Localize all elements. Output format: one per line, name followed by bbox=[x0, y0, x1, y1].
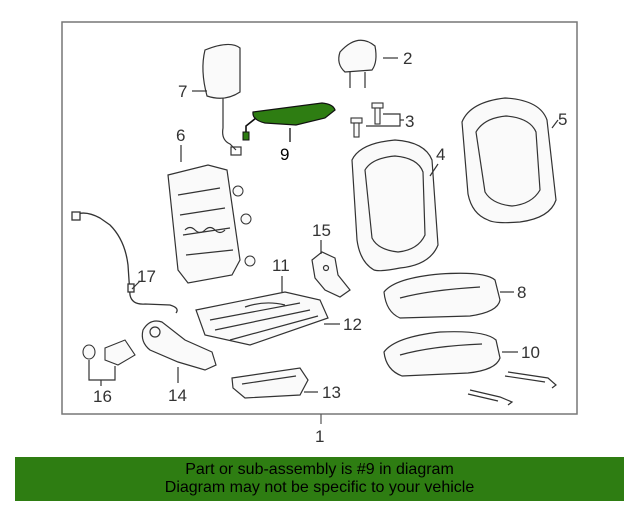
part-10-seat-cushion-pad[interactable] bbox=[383, 331, 501, 377]
svg-text:11: 11 bbox=[272, 256, 290, 275]
svg-text:14: 14 bbox=[168, 386, 187, 405]
part-8-seat-cushion-cover[interactable] bbox=[383, 272, 501, 319]
callout-1: 1 bbox=[315, 427, 324, 446]
fasteners bbox=[232, 185, 256, 267]
callout-14: 14 bbox=[168, 367, 187, 405]
svg-text:15: 15 bbox=[312, 221, 331, 240]
callout-10: 10 bbox=[502, 343, 540, 362]
part-wire-rods bbox=[467, 371, 557, 406]
info-banner: Part or sub-assembly is #9 in diagram Di… bbox=[15, 457, 624, 501]
part-17-cable[interactable] bbox=[71, 211, 178, 314]
callout-11: 11 bbox=[272, 256, 290, 292]
banner-line-2: Diagram may not be specific to your vehi… bbox=[164, 479, 475, 496]
callout-17: 17 bbox=[131, 267, 156, 290]
svg-text:16: 16 bbox=[93, 387, 112, 406]
part-3-headrest-guides[interactable] bbox=[350, 102, 384, 138]
callout-5: 5 bbox=[551, 110, 567, 129]
part-4-seatback-cover[interactable] bbox=[351, 139, 439, 272]
callout-4: 4 bbox=[429, 145, 445, 177]
svg-text:12: 12 bbox=[343, 315, 362, 334]
callout-13: 13 bbox=[304, 383, 341, 402]
callout-15: 15 bbox=[312, 221, 331, 254]
svg-text:9: 9 bbox=[280, 145, 289, 164]
svg-text:10: 10 bbox=[521, 343, 540, 362]
banner-line-1: Part or sub-assembly is #9 in diagram bbox=[185, 461, 454, 478]
callout-12: 12 bbox=[324, 315, 362, 334]
callout-3: 3 bbox=[366, 112, 414, 131]
callout-7: 7 bbox=[178, 82, 207, 101]
svg-text:7: 7 bbox=[178, 82, 187, 101]
callout-6: 6 bbox=[176, 126, 185, 162]
svg-text:6: 6 bbox=[176, 126, 185, 145]
part-16-knobs[interactable] bbox=[82, 339, 136, 366]
svg-text:17: 17 bbox=[137, 267, 156, 286]
svg-text:3: 3 bbox=[405, 112, 414, 131]
part-9-highlighted[interactable] bbox=[242, 102, 336, 141]
svg-text:2: 2 bbox=[403, 49, 412, 68]
svg-text:13: 13 bbox=[322, 383, 341, 402]
part-2-headrest[interactable] bbox=[338, 39, 377, 88]
callout-8: 8 bbox=[500, 283, 526, 302]
part-5-seatback-pad[interactable] bbox=[461, 97, 557, 224]
part-6-seatback-frame[interactable] bbox=[167, 164, 241, 284]
svg-text:5: 5 bbox=[558, 110, 567, 129]
callout-9: 9 bbox=[280, 128, 291, 164]
callout-16: 16 bbox=[88, 360, 116, 406]
svg-text:8: 8 bbox=[517, 283, 526, 302]
part-12-seat-adjuster[interactable] bbox=[195, 291, 329, 346]
svg-text:4: 4 bbox=[436, 145, 445, 164]
part-13-tray[interactable] bbox=[231, 367, 309, 399]
part-7-headrest-frame[interactable] bbox=[202, 43, 242, 156]
part-14-side-panel[interactable] bbox=[141, 320, 217, 371]
callout-2: 2 bbox=[383, 49, 412, 68]
part-15-bracket[interactable] bbox=[311, 251, 351, 298]
